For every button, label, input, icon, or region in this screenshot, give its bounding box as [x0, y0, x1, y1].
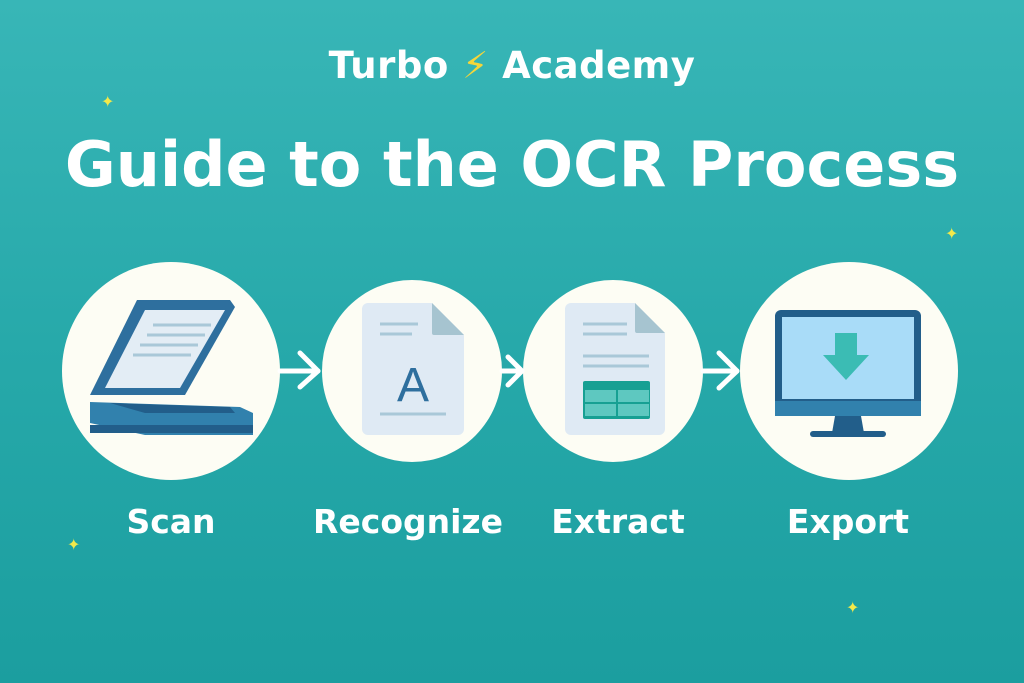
- brand-turbo: Turbo: [328, 44, 449, 87]
- step-label-extract: Extract: [551, 502, 685, 541]
- step-label-scan: Scan: [126, 502, 216, 541]
- step-label-recognize: Recognize: [312, 502, 504, 541]
- lightning-bolt-icon: ⚡: [462, 44, 489, 87]
- sparkle-icon: ✦: [846, 598, 860, 617]
- arrow-right-icon: [700, 350, 740, 391]
- scanner-icon: [90, 300, 253, 435]
- brand-academy: Academy: [502, 44, 696, 87]
- monitor-download-icon: [775, 310, 921, 437]
- arrow-right-icon: [499, 354, 525, 388]
- sparkle-icon: ✦: [945, 224, 959, 243]
- document-table-icon: [565, 303, 665, 435]
- arrow-right-icon: [277, 350, 321, 390]
- sparkle-icon: ✦: [67, 535, 81, 554]
- document-letter-icon: A: [362, 303, 464, 435]
- letter-a: A: [397, 359, 429, 412]
- brand-title: Turbo ⚡ Academy: [0, 44, 1024, 87]
- page-title: Guide to the OCR Process: [64, 128, 960, 201]
- step-label-export: Export: [786, 502, 910, 541]
- sparkle-icon: ✦: [101, 92, 115, 111]
